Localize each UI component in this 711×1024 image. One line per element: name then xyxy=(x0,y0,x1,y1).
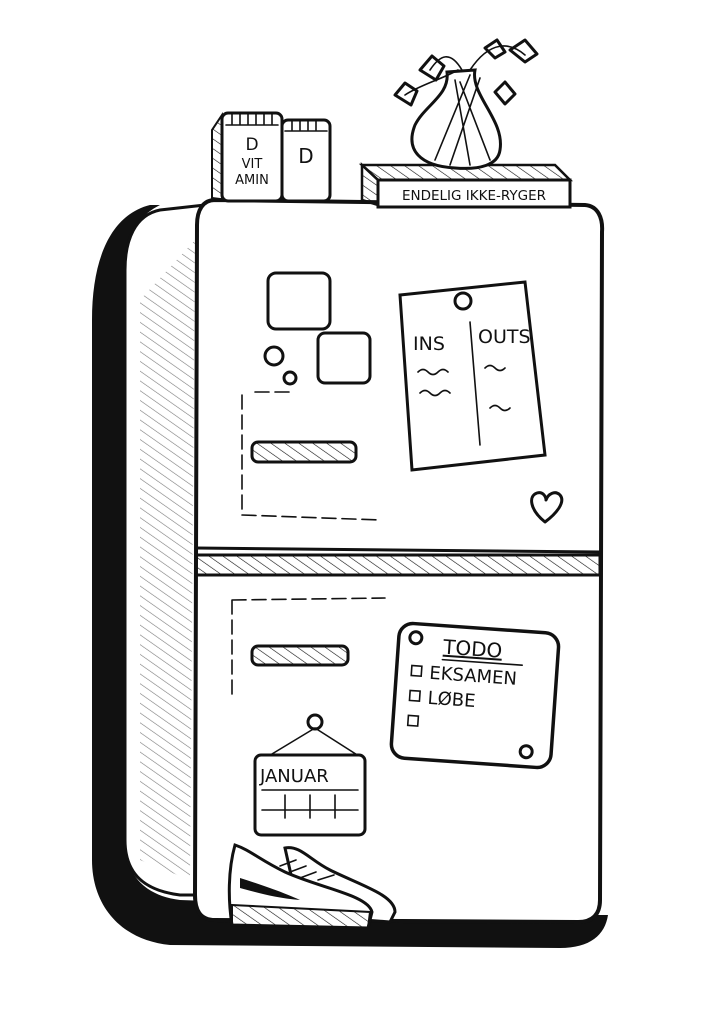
square-magnet xyxy=(266,271,332,331)
jar-label: D xyxy=(298,144,313,168)
round-magnet xyxy=(282,370,298,386)
note-outs: OUTS xyxy=(478,326,531,348)
side-hatching xyxy=(140,240,195,880)
square-magnet xyxy=(316,331,372,385)
vase-with-flowers xyxy=(393,38,539,170)
todo-item: LØBE xyxy=(427,688,476,712)
round-magnet xyxy=(263,345,285,367)
heart-magnet xyxy=(530,491,564,524)
calendar-month: JANUAR xyxy=(259,766,329,787)
jar-label: D xyxy=(245,135,258,155)
todo-board: TODO EKSAMEN LØBE xyxy=(389,621,561,770)
sneakers xyxy=(227,843,397,930)
ins-outs-note: INS OUTS xyxy=(398,280,547,472)
jar-label: AMIN xyxy=(235,173,269,188)
vitamin-jar-large: D VIT AMIN xyxy=(211,111,284,203)
jar-label: VIT xyxy=(242,157,263,172)
freezer-handle[interactable] xyxy=(250,440,358,464)
book-title: ENDELIG IKKE-RYGER xyxy=(402,188,546,204)
vitamin-jar-small: D xyxy=(280,118,332,203)
calendar: JANUAR xyxy=(253,713,367,837)
book: ENDELIG IKKE-RYGER xyxy=(358,162,574,209)
note-ins: INS xyxy=(413,333,445,355)
fridge-handle[interactable] xyxy=(250,644,350,667)
todo-title: TODO xyxy=(441,635,503,663)
door-divider xyxy=(194,553,602,577)
